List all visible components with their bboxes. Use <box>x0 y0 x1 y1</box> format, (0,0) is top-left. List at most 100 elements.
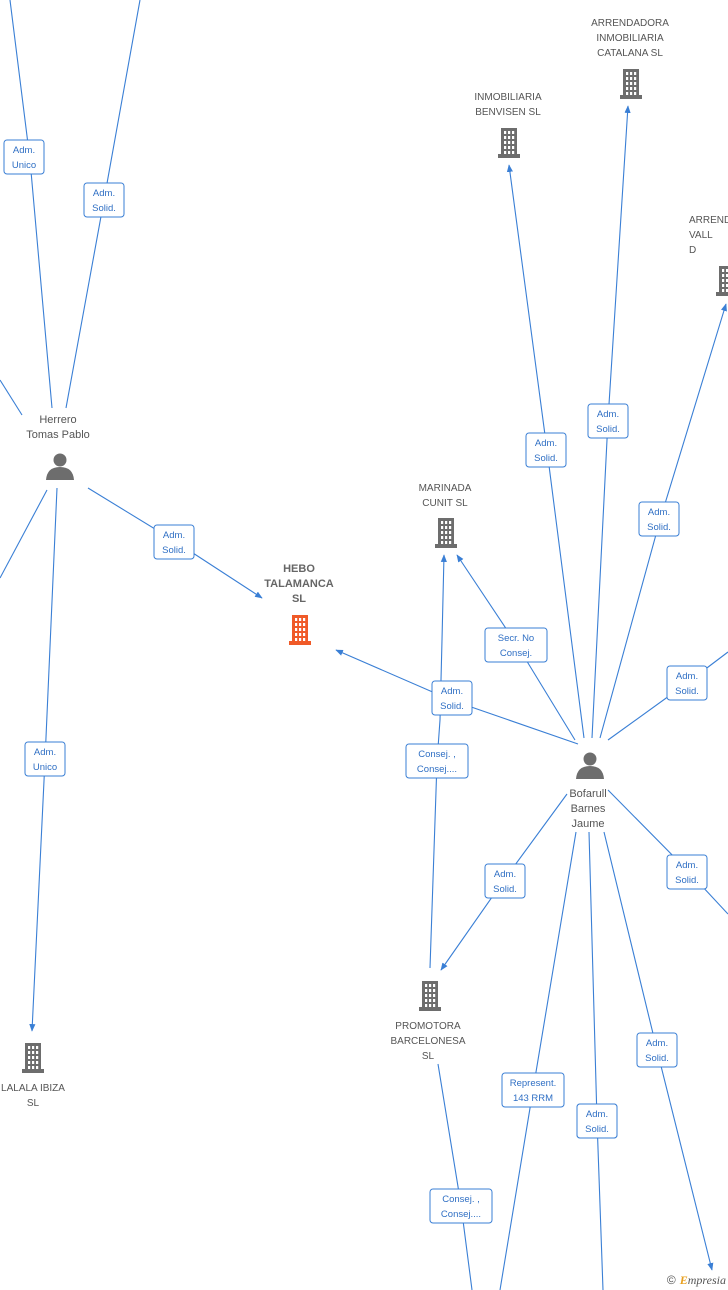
edge-label-text: Solid. <box>92 203 116 214</box>
node-lalala[interactable]: LALALA IBIZA SL <box>1 1043 65 1109</box>
node-label-line: VALL <box>689 230 713 241</box>
node-label-line: Barnes <box>571 803 606 815</box>
edge-label-e11[interactable]: Adm. Solid. <box>666 665 708 701</box>
node-label-line: MARINADA <box>419 483 472 494</box>
edge-label-text: Unico <box>33 762 57 773</box>
edge-label-text: Consej. , <box>442 1194 480 1205</box>
edge-label-text: Solid. <box>440 701 464 712</box>
edge-label-text: Solid. <box>675 875 699 886</box>
edge-label-text: Adm. <box>676 671 698 682</box>
building-icon <box>716 266 728 296</box>
node-arrendadora-cat[interactable]: ARRENDADORA INMOBILIARIA CATALANA SL <box>591 18 669 99</box>
edge-label-text: Adm. <box>13 145 35 156</box>
edge-label-text: Solid. <box>534 453 558 464</box>
edge-label-text: Solid. <box>647 522 671 533</box>
node-label-line: Bofarull <box>569 788 606 800</box>
brand-initial: E <box>679 1273 688 1287</box>
node-arrendadora-vall[interactable]: ARREND VALL D <box>689 215 728 296</box>
node-label-line: Tomas Pablo <box>26 429 90 441</box>
edge-label-text: Adm. <box>441 686 463 697</box>
edge-label-text: Adm. <box>597 409 619 420</box>
edge-label-e14[interactable]: Adm.Solid. <box>636 1032 678 1068</box>
relation-edge <box>9 0 53 409</box>
relation-edge <box>607 789 728 915</box>
building-icon <box>498 128 520 158</box>
node-promotora[interactable]: PROMOTORA BARCELONESA SL <box>390 981 466 1062</box>
relation-edge <box>437 1063 473 1290</box>
node-label-line: INMOBILIARIA <box>474 92 542 103</box>
node-hebo[interactable]: HEBO TALAMANCA SL <box>264 563 334 645</box>
node-label-line: INMOBILIARIA <box>596 33 664 44</box>
node-label-line: SL <box>27 1098 40 1109</box>
edge-label-e6[interactable]: Adm. Solid. <box>587 403 629 439</box>
relation-edge <box>0 489 48 579</box>
edge-label-e2[interactable]: Adm. Solid. <box>83 182 125 218</box>
person-icon <box>46 453 74 480</box>
node-label-line: SL <box>422 1051 435 1062</box>
brand-name: mpresia <box>687 1273 726 1287</box>
edge-label-text: Adm. <box>646 1038 668 1049</box>
edge-label-text: Adm. <box>163 530 185 541</box>
relation-edge <box>588 831 604 1290</box>
copyright-symbol: © <box>666 1273 676 1287</box>
building-icon <box>435 518 457 548</box>
edge-label-e17[interactable]: Adm. Solid. <box>576 1103 618 1139</box>
edge-label-text: Adm. <box>93 188 115 199</box>
node-label-line: BARCELONESA <box>390 1036 465 1047</box>
edge-label-e1[interactable]: Adm. Unico <box>3 139 45 175</box>
edge-label-text: Consej. <box>500 648 532 659</box>
edge-label-e13[interactable]: Adm. Solid. <box>666 854 708 890</box>
edge-label-text: Solid. <box>162 545 186 556</box>
edge-label-e4[interactable]: Adm. Unico <box>24 741 66 777</box>
edge-label-text: Adm. <box>34 747 56 758</box>
edge-label-e10[interactable]: Consej. , Consej.... <box>405 743 469 779</box>
node-label-line: ARREND <box>689 215 728 226</box>
edge-label-e7[interactable]: Adm. Solid. <box>638 501 680 537</box>
edge-label-e12[interactable]: Adm. Solid. <box>484 863 526 899</box>
edge-label-text: Adm. <box>494 869 516 880</box>
edge-label-text: Adm. <box>586 1109 608 1120</box>
building-icon <box>289 615 311 645</box>
node-label-line: CATALANA SL <box>597 48 663 59</box>
edge-label-text: Consej.... <box>417 764 457 775</box>
node-benvisen[interactable]: INMOBILIARIA BENVISEN SL <box>474 92 542 158</box>
relation-edge <box>0 379 23 416</box>
edge-label-e3[interactable]: Adm. Solid. <box>153 524 195 560</box>
node-label-line: SL <box>292 593 306 605</box>
node-label-line: BENVISEN SL <box>475 107 541 118</box>
edge-label-e15[interactable]: Represent. 143 RRM <box>501 1072 565 1108</box>
edge-label-text: Solid. <box>675 686 699 697</box>
node-label-line: D <box>689 245 696 256</box>
node-label-line: TALAMANCA <box>264 578 334 590</box>
edge-label-text: 143 RRM <box>513 1093 553 1104</box>
edge-label-e8[interactable]: Secr. No Consej. <box>484 627 548 663</box>
edge-labels-layer: Adm.UnicoAdm.Solid.Adm.Solid.Adm.UnicoAd… <box>3 139 708 1224</box>
node-label-line: ARRENDADORA <box>591 18 669 29</box>
edge-label-text: Represent. <box>510 1078 556 1089</box>
edge-label-text: Solid. <box>585 1124 609 1135</box>
node-label-line: Herrero <box>39 414 76 426</box>
edge-label-e18[interactable]: Consej. ,Consej.... <box>429 1188 493 1224</box>
node-label-line: HEBO <box>283 563 315 575</box>
edge-label-e5[interactable]: Adm.Solid. <box>525 432 567 468</box>
edge-label-text: Adm. <box>676 860 698 871</box>
empresia-watermark: ©Empresia <box>667 1273 726 1288</box>
edge-label-text: Adm. <box>648 507 670 518</box>
edge-label-e9[interactable]: Adm. Solid. <box>431 680 473 716</box>
edge-label-text: Secr. No <box>498 633 534 644</box>
edge-label-text: Consej. , <box>418 749 456 760</box>
node-label-line: Jaume <box>571 818 604 830</box>
node-label-line: LALALA IBIZA <box>1 1083 65 1094</box>
building-icon <box>22 1043 44 1073</box>
person-icon <box>576 752 604 779</box>
building-icon <box>620 69 642 99</box>
edge-label-text: Unico <box>12 160 36 171</box>
node-label-line: PROMOTORA <box>395 1021 461 1032</box>
edge-label-text: Solid. <box>493 884 517 895</box>
edge-label-text: Solid. <box>596 424 620 435</box>
